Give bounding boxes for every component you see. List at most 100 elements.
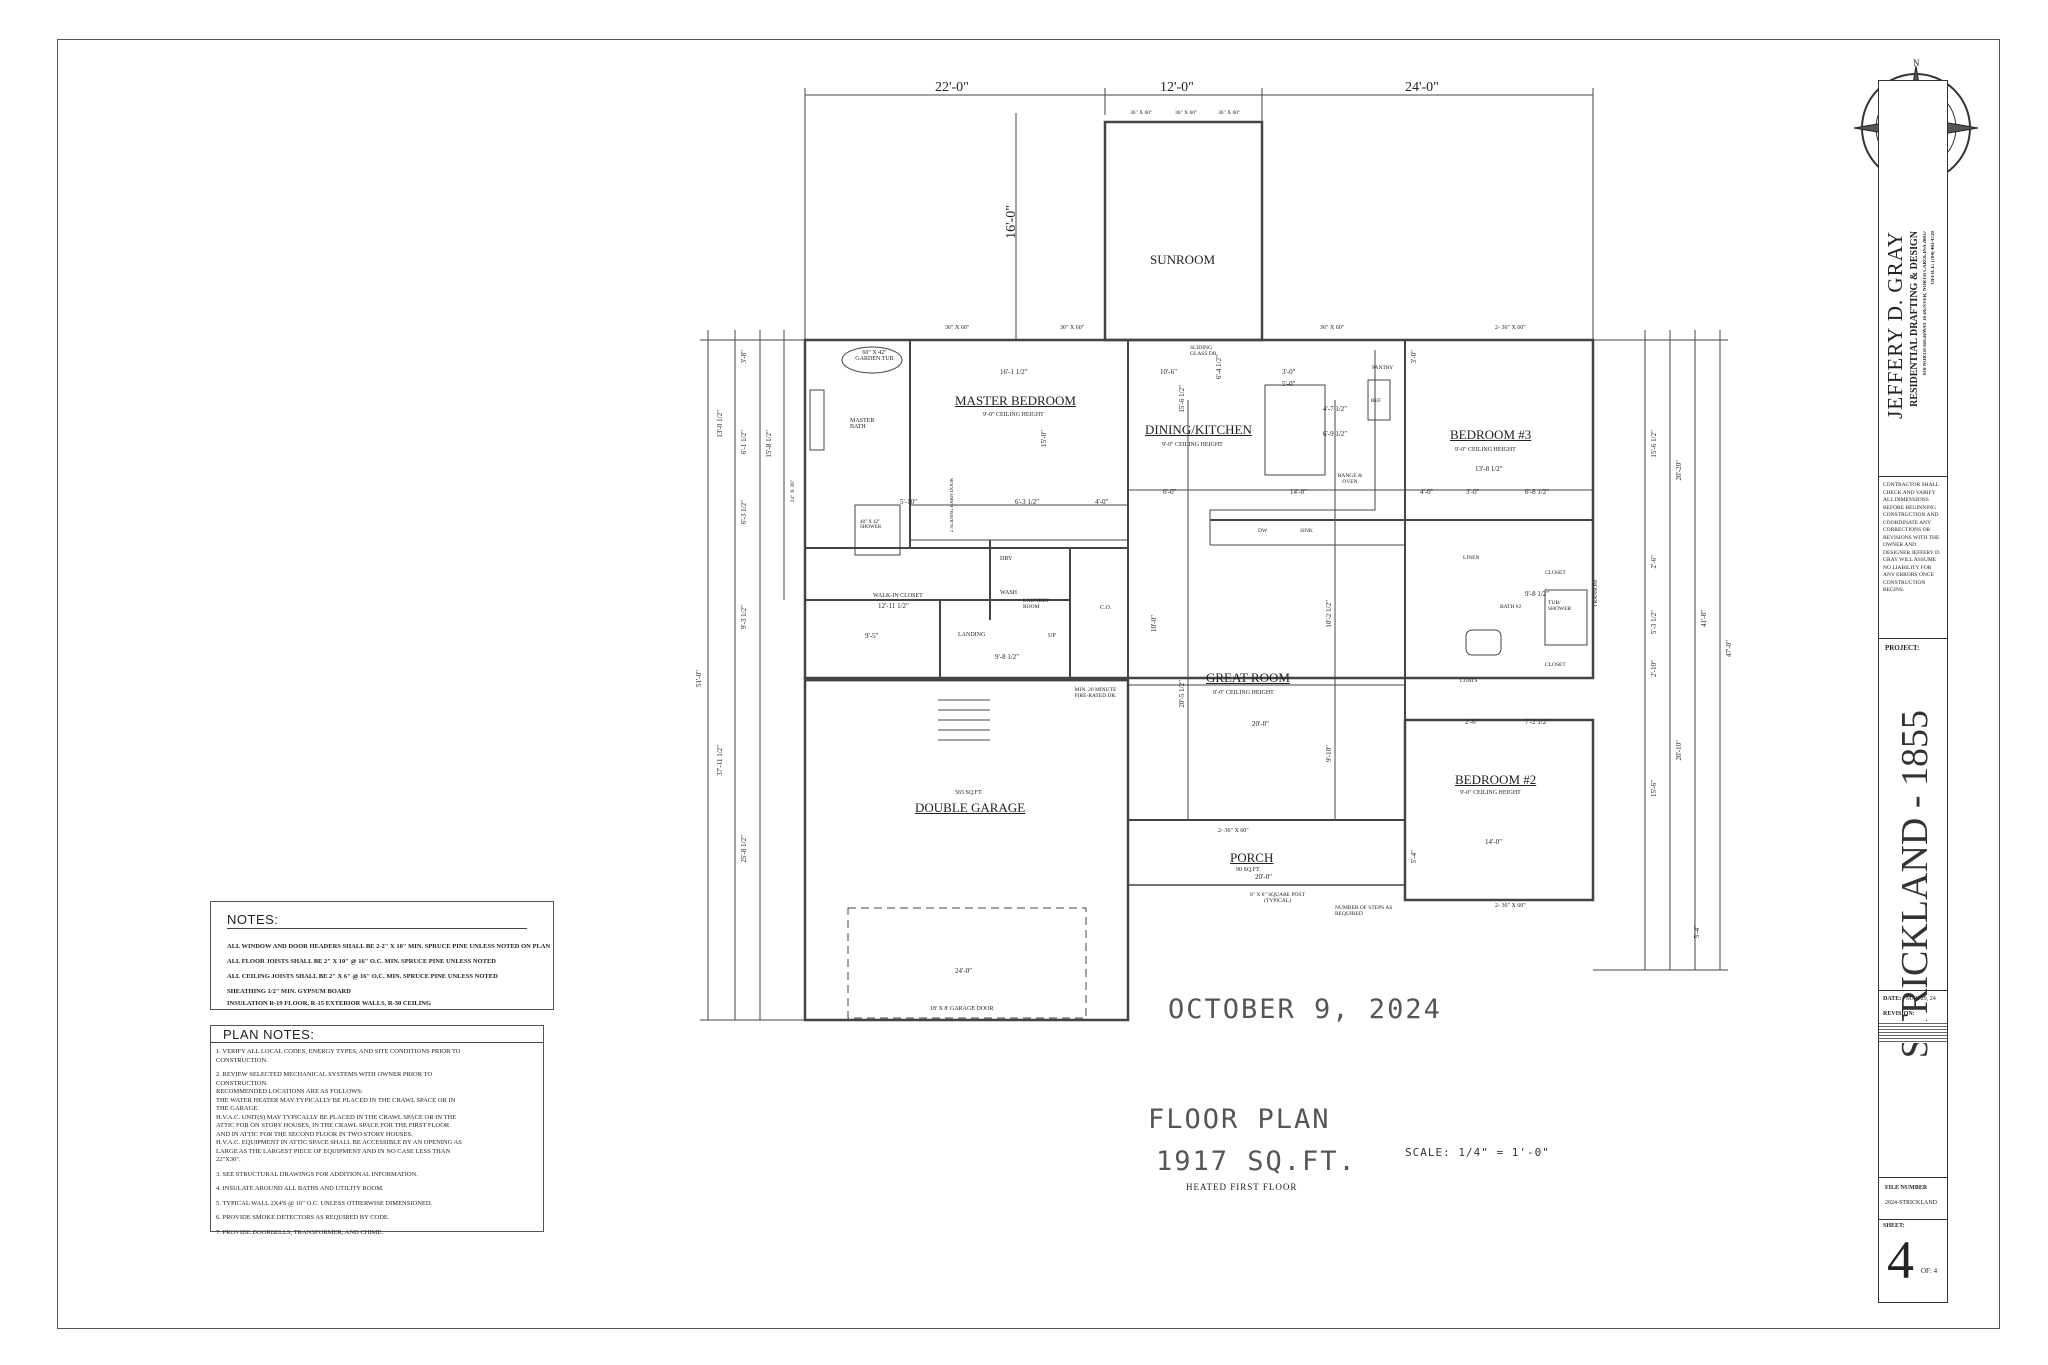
note-item: ALL WINDOW AND DOOR HEADERS SHALL BE 2-2… xyxy=(227,943,551,950)
window-label: 36" X 60" xyxy=(1175,110,1198,116)
sink-label: SINK xyxy=(1300,528,1313,534)
right-dim: 15'-6" xyxy=(1650,780,1658,797)
plan-notes-title: PLAN NOTES: xyxy=(223,1027,315,1042)
dim: 4'-0" xyxy=(1095,498,1109,506)
window-label: 2- 36" X 60" xyxy=(1495,325,1526,331)
left-dim: 9'-3 1/2" xyxy=(740,605,748,630)
revision-label: REVISION: xyxy=(1883,1011,1915,1017)
firm-name: RESIDENTIAL DRAFTING & DESIGN xyxy=(1909,231,1920,407)
window-label: 36" X 60" xyxy=(1218,110,1241,116)
plan-note-line: 3. SEE STRUCTURAL DRAWINGS FOR ADDITIONA… xyxy=(216,1170,418,1178)
plan-note-line: 7. PROVIDE DOORBELLS, TRANSFORMER, AND C… xyxy=(216,1228,383,1236)
dim-center: 12'-0" xyxy=(1160,80,1194,95)
dim: 15'-6 1/2" xyxy=(1178,385,1186,413)
dim-left: 22'-0" xyxy=(935,80,969,95)
linen-label: LINEN xyxy=(1463,555,1480,561)
right-dim: 5'-4" xyxy=(1693,925,1701,939)
window-label: 36" X 60" xyxy=(1060,325,1085,331)
window-label: 36" X 60" xyxy=(1130,110,1153,116)
dim: 3'-0" xyxy=(1282,368,1296,376)
file-value: 2024-STRICKLAND xyxy=(1885,1200,1937,1206)
dim: 10'-6" xyxy=(1160,368,1177,376)
left-dim: 37'-11 1/2" xyxy=(716,745,724,776)
notes-box: NOTES: ALL WINDOW AND DOOR HEADERS SHALL… xyxy=(210,901,554,1010)
dim-right: 24'-0" xyxy=(1405,80,1439,95)
dim: 16'-1 1/2" xyxy=(1000,368,1028,376)
dim: 4'-7 1/2" xyxy=(1323,405,1348,413)
landing-label: LANDING xyxy=(958,632,986,638)
right-dim: 2'-10" xyxy=(1650,660,1658,677)
room-dining-kitchen: DINING/KITCHEN xyxy=(1145,422,1252,437)
room-porch: PORCH xyxy=(1230,850,1274,865)
plan-note-line: THE WATER HEATER MAY TYPICALLY BE PLACED… xyxy=(216,1096,456,1104)
floor-plan-title: FLOOR PLAN xyxy=(1148,1104,1331,1135)
transom-label: TRANSOM xyxy=(1593,580,1599,607)
dim: 20'-5 1/2" xyxy=(1178,680,1186,708)
dim: 3'-0" xyxy=(1466,488,1480,496)
right-dim: 47'-0" xyxy=(1725,640,1733,657)
right-dim: 3'-0" xyxy=(1410,350,1418,364)
disclaimer-panel: CONTRACTOR SHALL CHECK AND VARIFY ALL DI… xyxy=(1879,478,1947,639)
note-item: SHEATHING 1/2" MIN. GYPSUM BOARD xyxy=(227,988,351,995)
dim: 4'-0" xyxy=(1420,488,1434,496)
date-value: MAY 29, 24 xyxy=(1906,996,1936,1002)
square-footage: 1917 SQ.FT. xyxy=(1156,1146,1357,1177)
tub-shower-label: TUB/ SHOWER xyxy=(1548,600,1572,612)
plan-note-line: LARGE AS THE LARGEST PIECE OF EQUIPMENT … xyxy=(216,1147,451,1155)
window-label: 36" X 60" xyxy=(945,325,970,331)
right-dim: 5'-3 1/2" xyxy=(1650,610,1658,635)
right-dim: 15'-6 1/2" xyxy=(1650,430,1658,458)
ref-label: REF xyxy=(1371,398,1382,404)
plan-note-line: THE GARAGE. xyxy=(216,1105,259,1112)
dim: 6'-4 1/2" xyxy=(1215,355,1223,380)
plan-note-line: CONSTRUCTION. xyxy=(216,1079,268,1087)
dim: 5'-10" xyxy=(900,498,917,506)
dryer-label: DRY xyxy=(1000,556,1013,562)
room-bedroom-3: BEDROOM #3 xyxy=(1450,427,1532,442)
left-dim: 6'-1 1/2" xyxy=(740,430,748,455)
sheet-label: SHEET: xyxy=(1883,1223,1905,1229)
dim: 7'-2 1/2" xyxy=(1525,718,1550,726)
dim: 9'-5" xyxy=(865,632,879,640)
file-label: FILE NUMBER xyxy=(1885,1185,1928,1191)
dim: 14'-0" xyxy=(1290,488,1307,496)
dim: 20'-0" xyxy=(1252,720,1269,728)
dim: 20'-0" xyxy=(1255,873,1272,881)
left-dim: 25'-8 1/2" xyxy=(740,835,748,863)
laundry-label: LAUNDRY ROOM xyxy=(1023,598,1050,610)
plan-notes-box: PLAN NOTES: 1. VERIFY ALL LOCAL CODES, E… xyxy=(210,1025,544,1236)
pantry-label: PANTRY xyxy=(1372,365,1394,371)
left-dim: 6'-3 1/2" xyxy=(740,500,748,525)
right-dim: 20'-20" xyxy=(1675,460,1683,481)
barn-door-label: 2 SLIDING BARN DOOR xyxy=(950,478,955,533)
master-bath-label: MASTER BATH xyxy=(850,418,875,430)
dim: 14'-0" xyxy=(1485,838,1502,846)
room-garage-area: 565 SQ.FT. xyxy=(955,790,983,796)
plan-note-line: RECOMMENDED LOCATIONS ARE AS FOLLOWS: xyxy=(216,1088,363,1095)
disclaimer-text: CONTRACTOR SHALL CHECK AND VARIFY ALL DI… xyxy=(1883,482,1941,593)
date-label: DATE: xyxy=(1883,996,1902,1002)
firm-address: 618 NORTH HIGHWAY 16 DENVER, NORTH CAROL… xyxy=(1923,231,1928,376)
dim: 6'-9 1/2" xyxy=(1323,430,1348,438)
revision-lines xyxy=(1879,1021,1947,1043)
designer-name: JEFFERY D. GRAY xyxy=(1883,231,1907,419)
notes-title: NOTES: xyxy=(227,912,279,927)
dim: 6'-0" xyxy=(1163,488,1177,496)
plan-note-line: ATTIC FOR ON STORY HOUSES, IN THE CRAWL … xyxy=(216,1122,450,1129)
room-great-room-ceiling: 9'-0" CEILING HEIGHT xyxy=(1213,690,1274,696)
walk-in-closet-dim: 12'-11 1/2" xyxy=(878,602,909,610)
right-dim: 2'-6" xyxy=(1650,555,1658,569)
dim: 15'-0" xyxy=(1040,430,1048,447)
scale-label: SCALE: 1/4" = 1'-0" xyxy=(1405,1146,1550,1159)
coats-label: COATS xyxy=(1460,678,1478,684)
dim: 9'-10" xyxy=(1325,745,1333,762)
left-dim: 13'-0 1/2" xyxy=(716,410,724,438)
room-dining-kitchen-ceiling: 9'-0" CEILING HEIGHT xyxy=(1162,442,1223,448)
room-sunroom: SUNROOM xyxy=(1150,252,1216,267)
dim: 2'-6" xyxy=(1465,718,1479,726)
heated-floor-label: HEATED FIRST FLOOR xyxy=(1186,1182,1298,1192)
dim: 6'-3 1/2" xyxy=(1015,498,1040,506)
stair-up-label: UP xyxy=(1048,633,1056,639)
firm-phone: OFFICE: (704) 483-4720 xyxy=(1931,231,1936,285)
left-dim: 51'-0" xyxy=(695,670,703,687)
